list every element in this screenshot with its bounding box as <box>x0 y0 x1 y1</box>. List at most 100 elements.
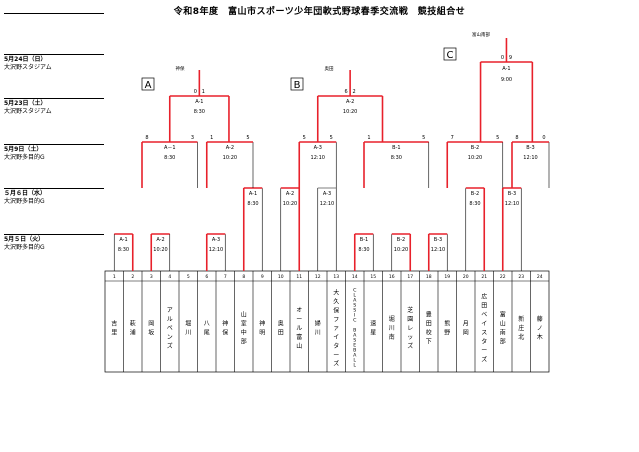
team-name-char: 堀 <box>185 320 191 328</box>
team-name-char: 木 <box>537 333 543 341</box>
match-time: 10:20 <box>153 247 167 253</box>
stage-label: 5月24日（日）大沢野スタジアム <box>4 56 52 72</box>
match-time: 12:10 <box>209 247 223 253</box>
team-name-char: 明 <box>259 330 265 337</box>
team-name-char: 里 <box>111 330 117 337</box>
team-name-char: ベ <box>481 312 487 319</box>
team-number: 24 <box>537 274 543 280</box>
score: 1 <box>202 89 205 95</box>
team-name-char: 浦 <box>130 329 136 337</box>
team-name-char: S <box>353 308 356 314</box>
team-name-char: S <box>353 338 356 344</box>
team-number: 22 <box>500 274 506 280</box>
stage-venue: 大沢野多目的G <box>4 154 45 161</box>
score: 0 <box>501 55 504 61</box>
block-letter: B <box>294 80 301 91</box>
team-number: 14 <box>352 274 358 280</box>
score: 5 <box>422 135 425 141</box>
stage-separator <box>4 234 104 235</box>
stage-venue: 大沢野多目的G <box>4 198 45 205</box>
match-code: B-3 <box>526 145 534 151</box>
match-code: A-1 <box>195 99 203 105</box>
match-code: A-2 <box>226 145 234 151</box>
team-name-char: 保 <box>222 329 228 337</box>
score: 5 <box>303 135 306 141</box>
score: 3 <box>191 135 194 141</box>
match-code: B-2 <box>397 237 405 243</box>
team-name-char: 熊 <box>444 320 450 328</box>
team-name-char: 岡 <box>463 330 469 337</box>
match-code: A-2 <box>286 191 294 197</box>
team-name-char: オ <box>296 307 302 314</box>
stage-date: 5月５日（火） <box>4 236 45 243</box>
team-name-char: イ <box>333 334 339 341</box>
team-name-char: 吉 <box>111 321 117 328</box>
match-time: 8:30 <box>469 201 480 207</box>
team-name-char: 北 <box>518 333 524 341</box>
score: 5 <box>496 135 499 141</box>
match-time: 8:30 <box>391 155 402 161</box>
stage-venue: 大沢野多目的G <box>4 244 45 251</box>
stage-date: 5月24日（日） <box>4 56 47 63</box>
stage-separator <box>4 188 104 189</box>
team-name-char: A <box>353 333 357 339</box>
block-letter: C <box>447 50 454 61</box>
team-number: 6 <box>205 274 208 280</box>
team-number: 23 <box>518 274 524 280</box>
stage-date: ５月６日（水） <box>4 190 47 197</box>
score: 5 <box>246 135 249 141</box>
match-time: 8:30 <box>194 109 205 115</box>
stage-separator <box>4 98 104 99</box>
team-number: 21 <box>481 274 487 280</box>
match-time: 12:10 <box>320 201 334 207</box>
match-time: 12:10 <box>311 155 325 161</box>
score: 2 <box>353 89 356 95</box>
team-name-char: A <box>353 298 357 304</box>
score: 7 <box>451 135 454 141</box>
team-name-char: ッ <box>407 334 413 341</box>
team-name-char: 室 <box>241 320 247 328</box>
team-name-char: 大 <box>333 289 339 297</box>
team-number: 10 <box>278 274 284 280</box>
stage-label: 5月23日（土）大沢野スタジアム <box>4 100 52 116</box>
match-time: 9:00 <box>501 77 512 83</box>
block-letter-box <box>443 47 457 61</box>
stage-date: 5月9日（土） <box>4 146 43 153</box>
team-name-char: ズ <box>333 360 339 368</box>
match-time: 10:20 <box>283 201 297 207</box>
match-code: A-2 <box>156 237 164 243</box>
match-time: 10:20 <box>343 109 357 115</box>
team-name-char: S <box>353 303 356 309</box>
team-name-char: 川 <box>185 330 191 337</box>
team-number: 18 <box>426 274 432 280</box>
team-name-char: 校 <box>426 329 432 337</box>
team-name-char: フ <box>333 316 339 323</box>
team-name-char: L <box>353 363 356 369</box>
page-title: 令和8年度 富山市スポーツ少年団軟式野球春季交流戦 競技組合せ <box>173 7 466 17</box>
team-name-char: 山 <box>500 320 506 328</box>
team-name-char: 婦 <box>315 320 321 328</box>
team-number: 9 <box>261 274 264 280</box>
match-time: 10:20 <box>468 155 482 161</box>
team-number: 13 <box>333 274 339 280</box>
team-name-char: 久 <box>333 298 339 306</box>
team-name-char: タ <box>481 338 487 346</box>
team-name-char: ス <box>481 330 487 337</box>
match-code: B-1 <box>392 145 400 151</box>
team-name-char: A <box>353 353 357 359</box>
team-name-char: ノ <box>537 325 543 332</box>
match-time: 8:30 <box>164 155 175 161</box>
team-name-char: 藤 <box>537 315 543 323</box>
block-letter-box <box>290 77 304 91</box>
team-number: 12 <box>315 274 321 280</box>
score: 5 <box>330 135 333 141</box>
stage-separator <box>4 144 104 145</box>
team-name-char: 奥 <box>278 320 284 328</box>
match-code: A-3 <box>212 237 220 243</box>
match-code: A-3 <box>323 191 331 197</box>
score: 6 <box>345 89 348 95</box>
team-name-char: 岡 <box>148 321 154 328</box>
team-name-char: 星 <box>370 330 376 337</box>
team-number: 20 <box>463 274 469 280</box>
team-name-char: 田 <box>481 303 487 310</box>
